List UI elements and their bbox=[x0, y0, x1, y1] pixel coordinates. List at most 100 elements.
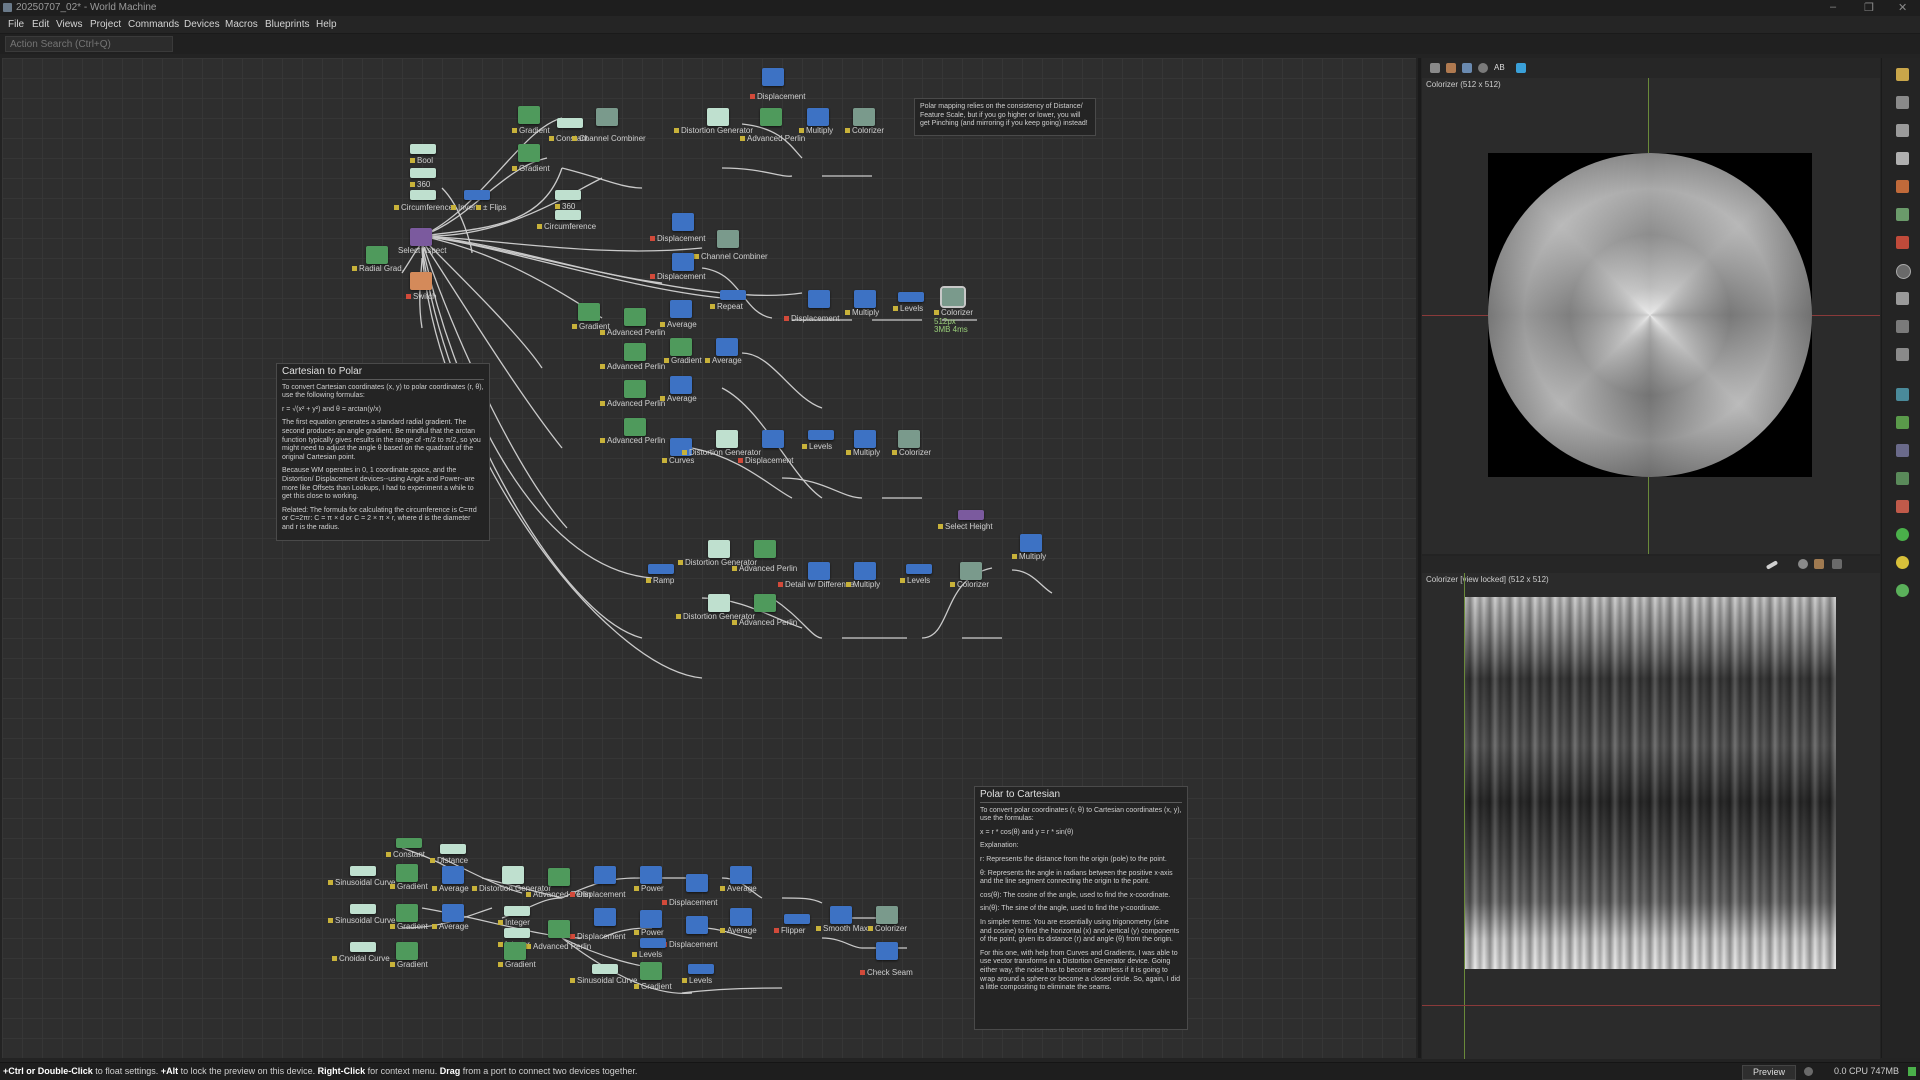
node-gradient[interactable] bbox=[640, 962, 662, 980]
node-average[interactable] bbox=[670, 300, 692, 318]
node-distortion-generator[interactable] bbox=[708, 594, 730, 612]
node-gradient[interactable] bbox=[396, 904, 418, 922]
menu-edit[interactable]: Edit bbox=[32, 19, 50, 30]
node-cnoidal-curve[interactable] bbox=[350, 942, 376, 952]
render-icon[interactable] bbox=[1446, 63, 1456, 73]
globe-icon[interactable] bbox=[1896, 444, 1909, 457]
node-colorizer[interactable] bbox=[876, 906, 898, 924]
node-levels[interactable] bbox=[688, 964, 714, 974]
node-distortion-generator[interactable] bbox=[708, 540, 730, 558]
node-levels[interactable] bbox=[808, 430, 834, 440]
node-detail-difference[interactable] bbox=[808, 562, 830, 580]
help-icon[interactable] bbox=[1896, 124, 1909, 137]
node-distortion-generator[interactable] bbox=[707, 108, 729, 126]
table-icon[interactable] bbox=[1896, 416, 1909, 429]
node-advanced-perlin[interactable] bbox=[548, 920, 570, 938]
node-select-height[interactable] bbox=[958, 510, 984, 520]
node-sinusoidal-curve[interactable] bbox=[350, 866, 376, 876]
preview-top[interactable]: Colorizer (512 x 512) bbox=[1422, 78, 1880, 554]
node-360[interactable] bbox=[555, 190, 581, 200]
node-distortion-generator[interactable] bbox=[716, 430, 738, 448]
node-average[interactable] bbox=[730, 866, 752, 884]
node-advanced-perlin[interactable] bbox=[760, 108, 782, 126]
node-multiply[interactable] bbox=[1020, 534, 1042, 552]
menu-commands[interactable]: Commands bbox=[128, 19, 180, 30]
green-orb-icon[interactable] bbox=[1896, 528, 1909, 541]
target-icon[interactable] bbox=[1896, 264, 1911, 279]
panel-icon[interactable] bbox=[1896, 320, 1909, 333]
menu-file[interactable]: File bbox=[8, 19, 25, 30]
node-gradient[interactable] bbox=[518, 106, 540, 124]
terrain-icon[interactable] bbox=[1896, 472, 1909, 485]
node-circumference[interactable] bbox=[410, 190, 436, 200]
grid-icon[interactable] bbox=[1896, 348, 1909, 361]
node-sinusoidal-curve[interactable] bbox=[592, 964, 618, 974]
node-displacement[interactable] bbox=[672, 253, 694, 271]
note-polar-hint[interactable]: Polar mapping relies on the consistency … bbox=[914, 98, 1096, 136]
node-gradient[interactable] bbox=[396, 864, 418, 882]
node-multiply[interactable] bbox=[854, 430, 876, 448]
node-power[interactable] bbox=[640, 866, 662, 884]
node-colorizer[interactable] bbox=[898, 430, 920, 448]
node-gradient[interactable] bbox=[670, 338, 692, 356]
graph-icon[interactable] bbox=[1896, 208, 1909, 221]
restore-button[interactable]: ❐ bbox=[1864, 2, 1874, 14]
node-bool[interactable] bbox=[410, 144, 436, 154]
node-repeat[interactable] bbox=[720, 290, 746, 300]
node-multiply[interactable] bbox=[807, 108, 829, 126]
preview-bottom[interactable]: Colorizer [view locked] (512 x 512) bbox=[1422, 573, 1880, 1059]
panel-splitter[interactable] bbox=[1418, 58, 1421, 1058]
note-polar-to-cartesian[interactable]: Polar to Cartesian To convert polar coor… bbox=[974, 786, 1188, 1030]
node-average[interactable] bbox=[670, 376, 692, 394]
lock-view-icon[interactable] bbox=[1516, 63, 1526, 73]
node-integer[interactable] bbox=[504, 906, 530, 916]
node-gradient[interactable] bbox=[578, 303, 600, 321]
node-power[interactable] bbox=[640, 910, 662, 928]
node-advanced-perlin[interactable] bbox=[624, 308, 646, 326]
node-advanced-perlin[interactable] bbox=[624, 418, 646, 436]
node-displacement[interactable] bbox=[808, 290, 830, 308]
preview-button[interactable]: Preview bbox=[1742, 1065, 1796, 1080]
node-select-aspect[interactable] bbox=[410, 228, 432, 246]
gear-icon[interactable] bbox=[1804, 1067, 1813, 1076]
ab-compare-button[interactable]: AB bbox=[1494, 63, 1505, 72]
node-displacement[interactable] bbox=[762, 430, 784, 448]
node-sinusoidal-curve[interactable] bbox=[350, 904, 376, 914]
save-icon[interactable] bbox=[1896, 152, 1909, 165]
menu-help[interactable]: Help bbox=[316, 19, 337, 30]
build-icon[interactable] bbox=[1896, 68, 1909, 81]
node-channel-combiner[interactable] bbox=[717, 230, 739, 248]
node-switch[interactable] bbox=[410, 272, 432, 290]
node-average[interactable] bbox=[730, 908, 752, 926]
node-smooth-max[interactable] bbox=[830, 906, 852, 924]
node-levels[interactable] bbox=[898, 292, 924, 302]
node-average[interactable] bbox=[442, 904, 464, 922]
node-multiply[interactable] bbox=[854, 562, 876, 580]
layout-icon[interactable] bbox=[1896, 236, 1909, 249]
node-colorizer[interactable] bbox=[960, 562, 982, 580]
menu-macros[interactable]: Macros bbox=[225, 19, 258, 30]
node-advanced-perlin[interactable] bbox=[754, 594, 776, 612]
node-average[interactable] bbox=[442, 866, 464, 884]
node-constant[interactable] bbox=[396, 838, 422, 848]
image-icon[interactable] bbox=[1462, 63, 1472, 73]
node-360[interactable] bbox=[410, 168, 436, 178]
node-invert[interactable] bbox=[464, 190, 490, 200]
export-icon[interactable] bbox=[1896, 500, 1909, 513]
node-average[interactable] bbox=[716, 338, 738, 356]
node-flipper[interactable] bbox=[784, 914, 810, 924]
node-distance[interactable] bbox=[440, 844, 466, 854]
brush-icon[interactable] bbox=[1765, 560, 1779, 570]
view-icon[interactable] bbox=[1430, 63, 1440, 73]
yellow-orb-icon[interactable] bbox=[1896, 556, 1909, 569]
menu-views[interactable]: Views bbox=[56, 19, 83, 30]
window-icon[interactable] bbox=[1896, 388, 1909, 401]
node-displacement[interactable] bbox=[762, 68, 784, 86]
node-gradient[interactable] bbox=[518, 144, 540, 162]
render-icon[interactable] bbox=[1814, 559, 1824, 569]
node-colorizer-selected[interactable] bbox=[940, 286, 966, 308]
menu-project[interactable]: Project bbox=[90, 19, 122, 30]
node-displacement[interactable] bbox=[594, 908, 616, 926]
graph-canvas[interactable]: Displacement Gradient Constant Channel C… bbox=[2, 58, 1416, 1058]
node-displacement[interactable] bbox=[686, 874, 708, 892]
